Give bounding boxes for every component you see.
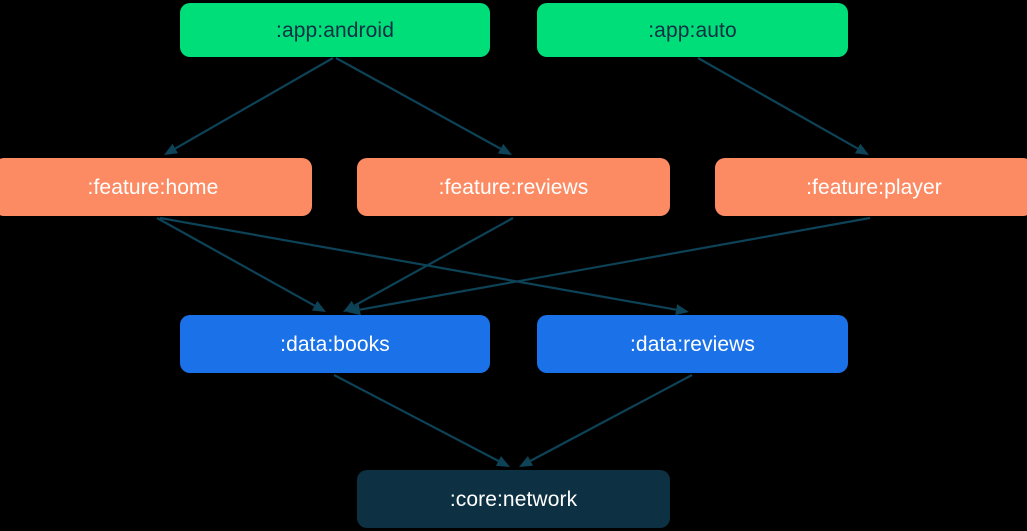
edge-arrowhead: [854, 143, 869, 155]
node-feature-player[interactable]: :feature:player: [715, 158, 1027, 216]
edge-line: [156, 217, 316, 307]
edge-line: [529, 374, 693, 462]
node-data-reviews[interactable]: :data:reviews: [537, 315, 848, 373]
node-label-feature-player: :feature:player: [806, 175, 942, 199]
node-label-app-auto: :app:auto: [648, 18, 737, 42]
node-app-auto[interactable]: :app:auto: [537, 3, 848, 57]
node-label-core-network: :core:network: [449, 487, 578, 511]
edge-arrowhead: [311, 300, 326, 312]
edge-arrowhead: [164, 143, 179, 155]
node-label-data-reviews: :data:reviews: [629, 332, 756, 356]
edge-line: [697, 57, 859, 150]
node-label-feature-reviews: :feature:reviews: [438, 175, 589, 199]
edge-feature-home-to-data-reviews: [159, 216, 689, 316]
edge-feature-reviews-to-data-books: [343, 217, 514, 312]
edge-data-reviews-to-core-network: [519, 374, 693, 467]
edge-line: [359, 216, 871, 311]
edge-arrowhead: [347, 304, 361, 316]
edge-feature-home-to-data-books: [156, 217, 326, 312]
edge-line: [353, 217, 514, 307]
edge-arrowhead: [343, 300, 358, 312]
edge-arrowhead: [675, 304, 689, 316]
edge-data-books-to-core-network: [333, 374, 510, 467]
edge-line: [174, 57, 334, 150]
edge-app-android-to-feature-home: [164, 57, 334, 155]
edge-app-auto-to-feature-player: [697, 57, 869, 155]
edge-arrowhead: [495, 456, 510, 467]
edge-line: [333, 374, 499, 462]
edge-line: [335, 57, 502, 150]
node-data-books[interactable]: :data:books: [180, 315, 490, 373]
edge-line: [159, 216, 677, 311]
node-feature-reviews[interactable]: :feature:reviews: [357, 158, 670, 216]
edge-app-android-to-feature-reviews: [335, 57, 512, 155]
node-label-app-android: :app:android: [276, 18, 394, 42]
edge-arrowhead: [519, 456, 534, 467]
node-label-data-books: :data:books: [280, 332, 390, 356]
node-feature-home[interactable]: :feature:home: [0, 158, 312, 216]
node-app-android[interactable]: :app:android: [180, 3, 490, 57]
node-core-network[interactable]: :core:network: [357, 470, 670, 528]
edge-feature-player-to-data-books: [347, 216, 871, 316]
node-label-feature-home: :feature:home: [87, 175, 219, 199]
edge-arrowhead: [497, 143, 512, 155]
